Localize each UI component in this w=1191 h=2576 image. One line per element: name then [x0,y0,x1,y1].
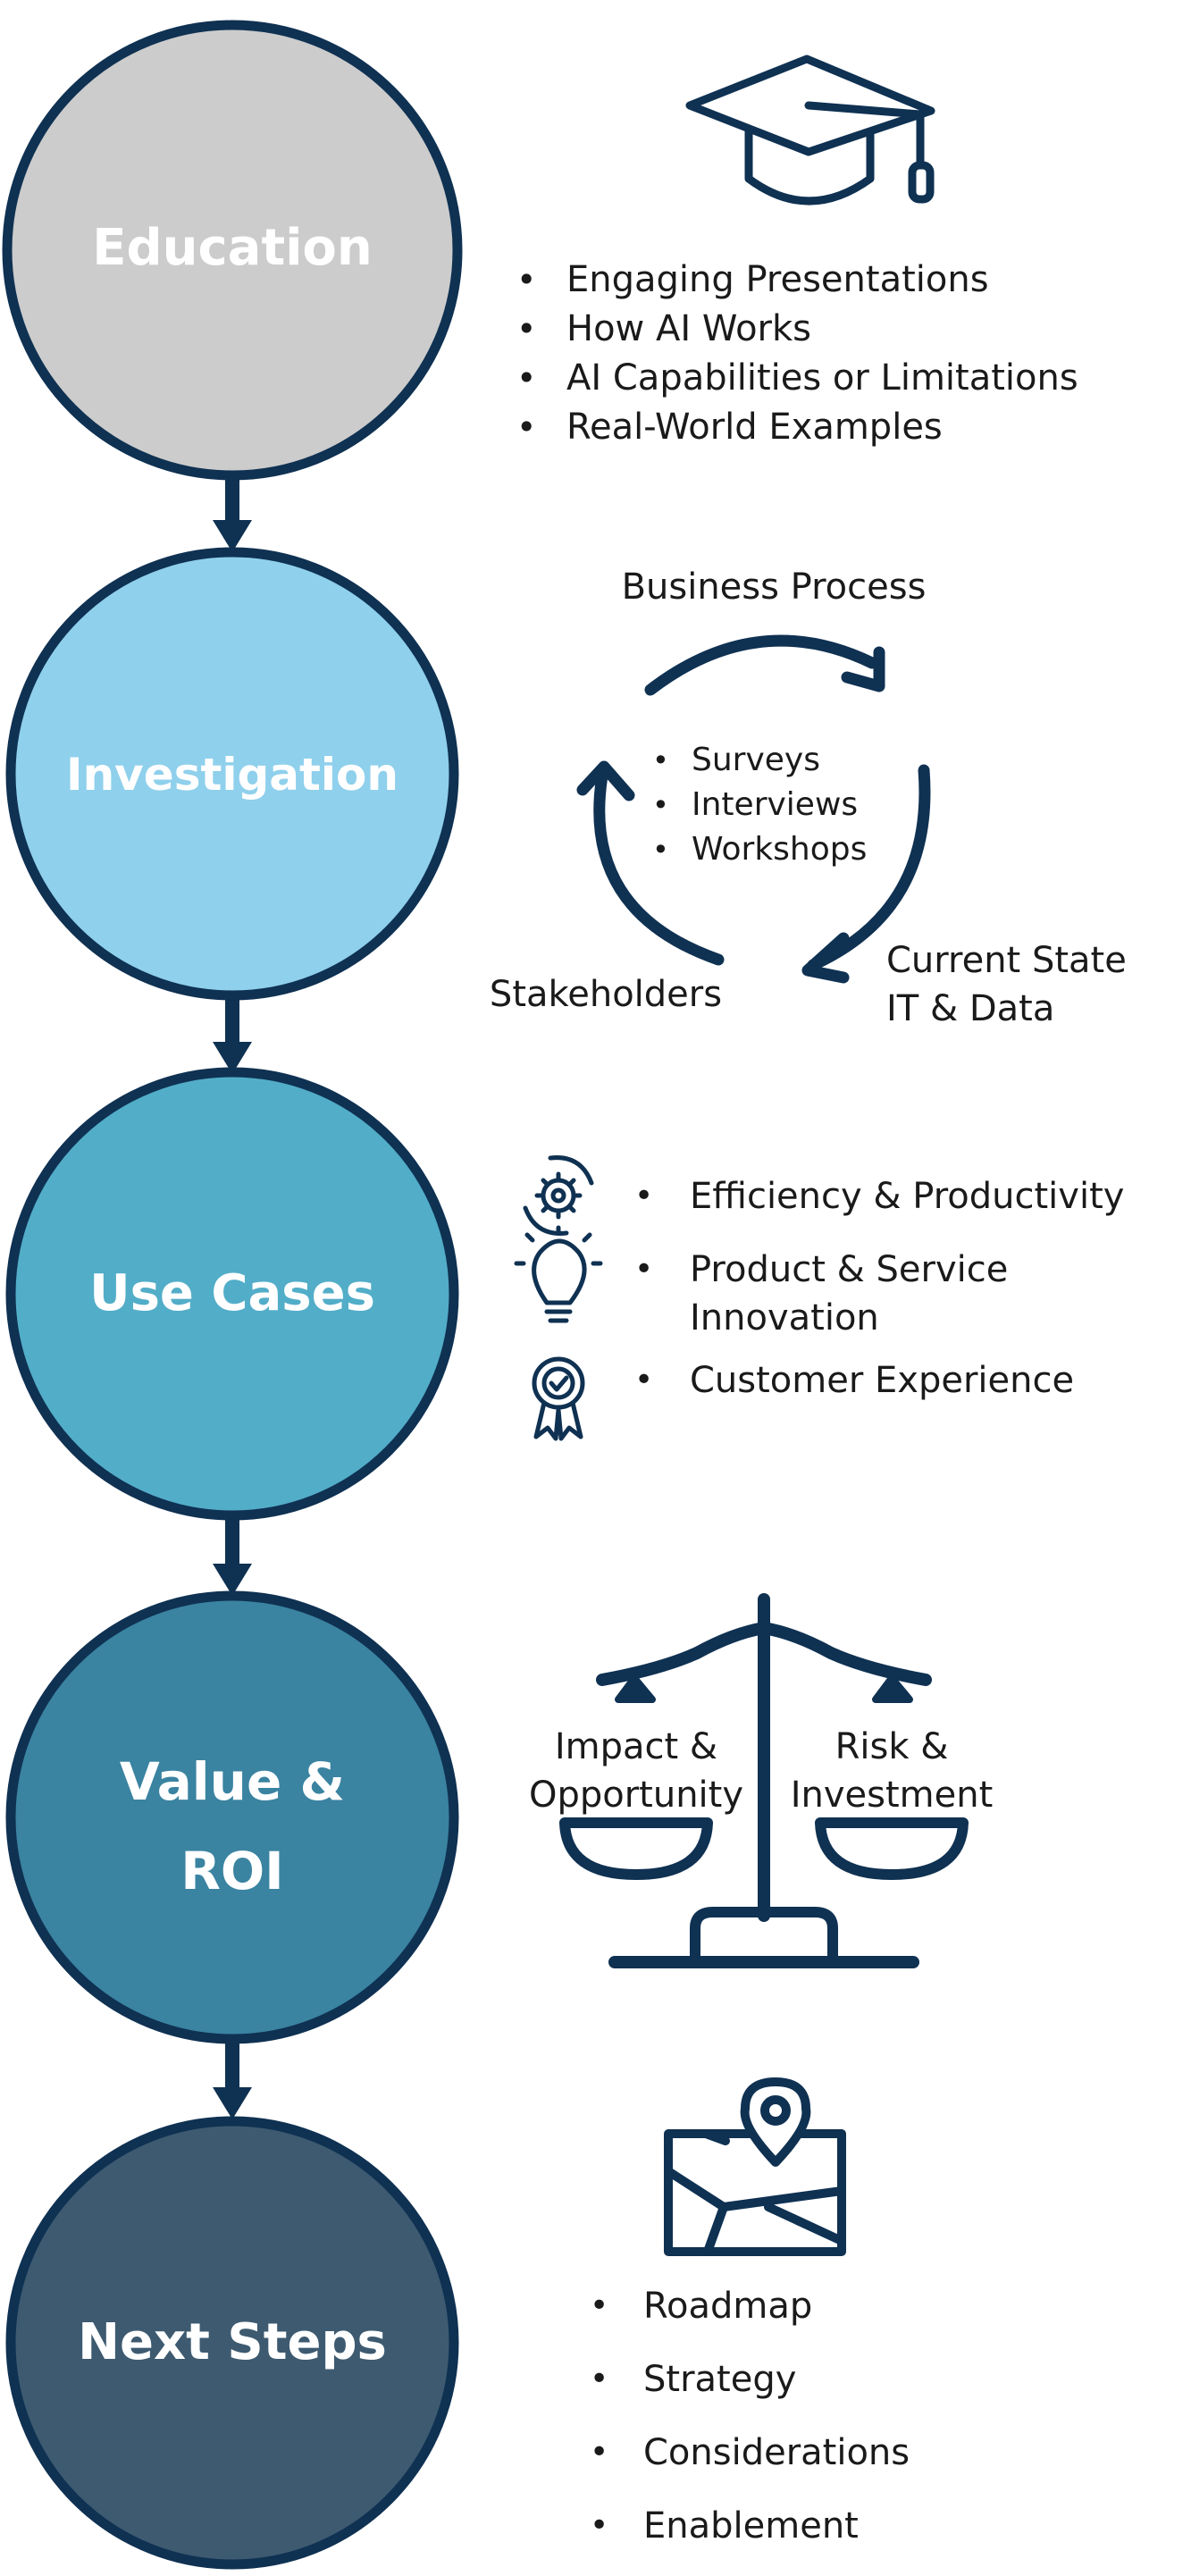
investigation-circle [5,547,459,1001]
svg-text:•: • [590,2287,608,2324]
balance-scale-icon [559,1593,969,1968]
education-bullet: How AI Works [566,308,811,349]
investigation-stage: Investigation [5,547,459,1001]
next-steps-bullet: Considerations [643,2432,910,2473]
scale-right-label-line2: Investment [791,1775,994,1816]
flow-connectors [213,474,252,2119]
education-bullet: Real-World Examples [566,407,943,448]
use-case-item: Customer Experience [690,1360,1074,1401]
lightbulb-icon [514,1225,603,1323]
svg-text:•: • [516,260,536,299]
svg-text:•: • [590,2361,608,2397]
svg-text:•: • [590,2434,608,2471]
svg-text:•: • [516,358,536,398]
scale-left-label-line1: Impact & [555,1726,717,1767]
cycle-left-label: Stakeholders [490,974,722,1015]
use-cases-label: Use Cases [89,1264,375,1322]
use-case-item: Efficiency & Productivity [690,1176,1124,1217]
investigation-bullet: Interviews [692,786,858,823]
education-label: Education [92,219,373,277]
use-cases-circle [5,1067,459,1521]
next-steps-bullet-list: • Roadmap • Strategy • Considerations • … [590,2286,910,2547]
svg-text:•: • [634,1362,653,1398]
use-case-item: Product & Service [690,1249,1008,1290]
svg-text:•: • [516,309,536,348]
map-pin-icon [664,2077,846,2256]
svg-text:•: • [652,743,669,777]
use-case-item-line2: Innovation [690,1297,879,1338]
next-steps-circle [5,2116,459,2570]
connector-usecases-value [213,1519,252,1596]
value-roi-label-line1: Value & [120,1751,345,1812]
value-roi-stage: Value & ROI [5,1590,459,2044]
award-badge-icon [532,1356,585,1441]
scale-right-label-line1: Risk & [835,1726,949,1767]
cycle-right-label-line1: Current State [886,940,1127,981]
cycle-top-label: Business Process [622,566,927,608]
education-stage: Education [2,20,463,481]
next-steps-bullet: Strategy [643,2359,796,2400]
graduation-cap-icon [685,55,935,206]
use-cases-stage: Use Cases [5,1067,459,1521]
svg-text:•: • [652,788,669,822]
education-circle [2,20,463,481]
cycle-right-label-line2: IT & Data [886,988,1054,1029]
svg-text:•: • [652,833,669,867]
education-bullet-list: • Engaging Presentations • How AI Works … [516,259,1078,448]
scale-left-label-line2: Opportunity [529,1775,743,1816]
svg-text:•: • [590,2507,608,2544]
next-steps-bullet: Enablement [643,2505,859,2547]
investigation-label: Investigation [66,749,398,801]
svg-text:•: • [516,407,536,447]
cycle-arrows-icon [593,634,931,971]
svg-text:•: • [634,1178,653,1214]
gear-cycle-icon [523,1155,594,1236]
investigation-bullet: Surveys [692,742,820,778]
next-steps-bullet: Roadmap [643,2286,812,2327]
next-steps-label: Next Steps [78,2313,387,2371]
connector-investigation-usecases [213,995,252,1074]
next-steps-stage: Next Steps [5,2116,459,2570]
value-roi-label-line2: ROI [180,1841,284,1901]
cycle-arrowheads [576,646,885,984]
education-bullet: AI Capabilities or Limitations [566,357,1078,399]
investigation-bullet: Workshops [692,831,867,868]
connector-education-investigation [213,474,252,552]
connector-value-nextsteps [213,2041,252,2119]
investigation-bullet-list: • Surveys • Interviews • Workshops [652,742,867,868]
svg-text:•: • [634,1251,653,1288]
education-bullet: Engaging Presentations [566,259,989,300]
value-roi-circle [5,1590,459,2044]
